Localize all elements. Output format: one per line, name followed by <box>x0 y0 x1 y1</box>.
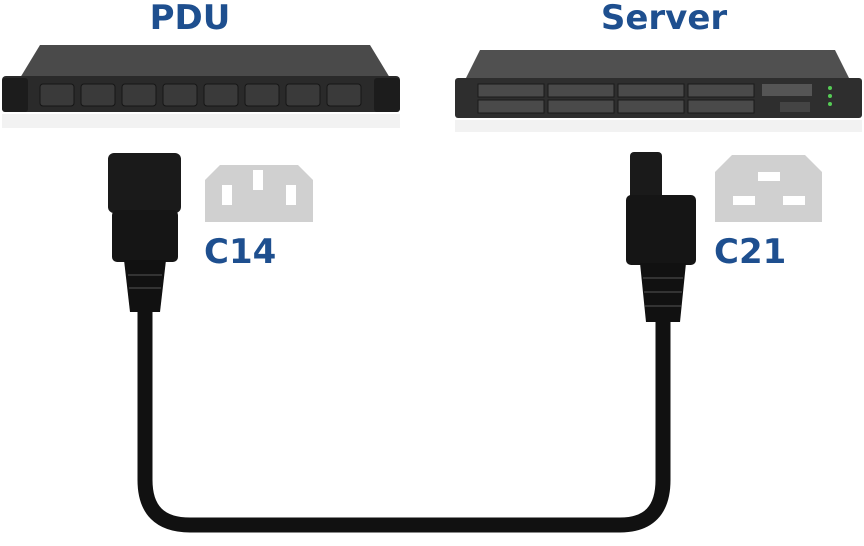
pdu-title: PDU <box>149 0 231 38</box>
pdu-outlet <box>80 83 116 107</box>
server-title: Server <box>600 0 728 38</box>
server-drive-bay <box>547 83 615 98</box>
server-drive-bay <box>547 99 615 114</box>
pdu-outlet <box>162 83 198 107</box>
pdu-outlet <box>285 83 321 107</box>
pdu-outlet <box>39 83 75 107</box>
c21-label: C21 <box>714 232 787 272</box>
c14-socket-face-icon <box>205 165 313 222</box>
pdu-unit <box>2 45 400 128</box>
power-cable <box>137 305 671 533</box>
c21-socket-face-icon <box>715 155 822 222</box>
server-drive-bay <box>477 83 545 98</box>
pdu-outlet <box>244 83 280 107</box>
server-unit <box>455 50 862 132</box>
server-drive-bay <box>477 99 545 114</box>
pdu-outlet <box>203 83 239 107</box>
c21-plug <box>626 152 696 322</box>
server-drive-bay <box>687 99 755 114</box>
pdu-outlet <box>326 83 362 107</box>
c14-plug <box>108 153 181 312</box>
server-drive-bay <box>617 83 685 98</box>
server-drive-bay <box>617 99 685 114</box>
pdu-outlet <box>121 83 157 107</box>
server-drive-bay <box>687 83 755 98</box>
c14-label: C14 <box>204 232 277 272</box>
